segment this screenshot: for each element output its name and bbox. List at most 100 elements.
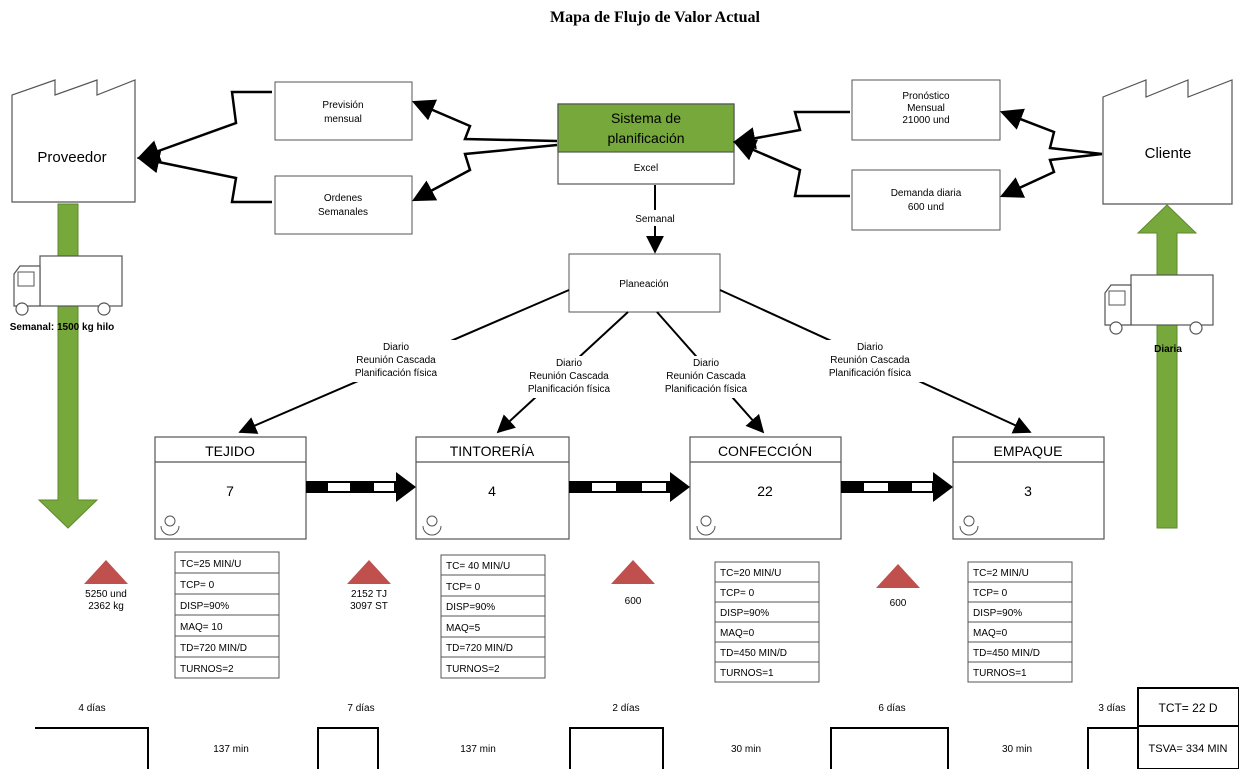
demanda-line1: Demanda diaria (891, 188, 962, 199)
comm-label-2: Diario Reunión Cascada Planificación fís… (510, 356, 632, 398)
ordenes-line2: Semanales (318, 207, 368, 218)
process-box-empaque: EMPAQUE 3 (952, 436, 1105, 540)
customer-label: Cliente (1145, 145, 1192, 162)
data-cell: TD=450 MIN/D (720, 648, 787, 659)
process-name: EMPAQUE (994, 443, 1063, 459)
semanal-label: Semanal (635, 214, 674, 225)
ordenes-line1: Ordenes (324, 193, 362, 204)
process-box-tejido: TEJIDO 7 (154, 436, 307, 540)
comm-2-line3: Planificación física (528, 384, 611, 395)
data-box-tintoreria-text: TC= 40 MIN/U TCP= 0 DISP=90% MAQ=5 TD=72… (446, 561, 513, 675)
data-cell: TC= 40 MIN/U (446, 561, 510, 572)
data-box-confeccion-text: TC=20 MIN/U TCP= 0 DISP=90% MAQ=0 TD=450… (720, 568, 787, 679)
data-cell: TURNOS=2 (446, 664, 500, 675)
customer-shipment-arrow (1136, 204, 1198, 529)
process-operators: 3 (1024, 483, 1032, 499)
planeacion-box: Planeación (568, 253, 721, 313)
data-cell: DISP=90% (446, 602, 495, 613)
data-box-tejido (174, 551, 280, 679)
prevision-box: Previsión mensual (274, 81, 413, 141)
inventory-2: 2152 TJ 3097 ST (347, 560, 391, 612)
demanda-box: Demanda diaria 600 und (851, 169, 1001, 231)
push-arrow-1 (306, 472, 416, 502)
inventory-1-line2: 2362 kg (88, 601, 124, 612)
data-cell: TD=450 MIN/D (973, 648, 1040, 659)
data-cell: MAQ=0 (973, 628, 1008, 639)
comm-label-1: Diario Reunión Cascada Planificación fís… (332, 340, 460, 382)
comm-label-3: Diario Reunión Cascada Planificación fís… (645, 356, 767, 398)
days-5: 3 días (1098, 703, 1125, 714)
data-cell: MAQ= 10 (180, 622, 223, 633)
inventory-2-line2: 3097 ST (350, 601, 388, 612)
comm-1-line2: Reunión Cascada (356, 355, 436, 366)
data-cell: DISP=90% (180, 601, 229, 612)
data-cell: TURNOS=1 (720, 668, 774, 679)
push-arrow-3 (841, 472, 953, 502)
operator-icon (959, 515, 979, 536)
process-box-tintoreria: TINTORERÍA 4 (415, 436, 570, 540)
process-operators: 4 (488, 483, 496, 499)
supplier-shipment-arrow (37, 203, 99, 529)
timeline-labels: 4 días 7 días 2 días 6 días 3 días 137 m… (78, 703, 1125, 755)
operator-icon (696, 515, 716, 536)
data-cell: MAQ=5 (446, 623, 481, 634)
minutes-4: 30 min (1002, 744, 1032, 755)
inventory-3: 600 (611, 560, 655, 607)
data-box-confeccion (714, 561, 820, 683)
inventory-1-line1: 5250 und (85, 589, 127, 600)
data-cell: DISP=90% (973, 608, 1022, 619)
data-cell: TD=720 MIN/D (180, 643, 247, 654)
data-cell: TCP= 0 (446, 582, 481, 593)
prevision-line2: mensual (324, 114, 362, 125)
supplier-label: Proveedor (37, 149, 106, 166)
operator-icon (422, 515, 442, 536)
process-name: TINTORERÍA (450, 443, 535, 459)
page-title: Mapa de Flujo de Valor Actual (550, 9, 761, 26)
electronic-flows (136, 90, 1103, 204)
data-cell: TC=20 MIN/U (720, 568, 781, 579)
process-box-confeccion: CONFECCIÓN 22 (689, 436, 842, 540)
days-2: 7 días (347, 703, 374, 714)
operator-icon (160, 515, 180, 536)
planeacion-label: Planeación (619, 279, 668, 290)
inventory-1: 5250 und 2362 kg (84, 560, 128, 612)
data-cell: TCP= 0 (720, 588, 755, 599)
comm-2-line1: Diario (556, 358, 583, 369)
days-4: 6 días (878, 703, 905, 714)
tct-value: TCT= 22 D (1158, 701, 1217, 715)
pronostico-line3: 21000 und (902, 115, 949, 126)
data-box-empaque-text: TC=2 MIN/U TCP= 0 DISP=90% MAQ=0 TD=450 … (973, 568, 1040, 679)
pronostico-line2: Mensual (907, 103, 945, 114)
process-operators: 22 (757, 483, 773, 499)
planning-system-tool: Excel (634, 163, 658, 174)
minutes-3: 30 min (731, 744, 761, 755)
data-cell: TCP= 0 (180, 580, 215, 591)
data-cell: TCP= 0 (973, 588, 1008, 599)
inventory-3-line1: 600 (625, 596, 642, 607)
data-cell: TURNOS=2 (180, 664, 234, 675)
comm-4-line1: Diario (857, 342, 884, 353)
customer-factory: Cliente (1102, 79, 1233, 205)
data-cell: TD=720 MIN/D (446, 643, 513, 654)
comm-3-line2: Reunión Cascada (666, 371, 746, 382)
process-operators: 7 (226, 483, 234, 499)
data-cell: DISP=90% (720, 608, 769, 619)
comm-1-line1: Diario (383, 342, 410, 353)
semanal-arrow: Semanal (624, 185, 686, 254)
comm-3-line3: Planificación física (665, 384, 748, 395)
pronostico-box: Pronóstico Mensual 21000 und (851, 79, 1001, 141)
planning-system-title-2: planificación (607, 130, 684, 146)
data-box-empaque (967, 561, 1073, 683)
inventory-2-line1: 2152 TJ (351, 589, 387, 600)
process-name: TEJIDO (205, 443, 255, 459)
customer-truck-icon (1104, 274, 1214, 335)
push-arrow-2 (569, 472, 690, 502)
supplier-truck-icon (13, 255, 123, 316)
comm-1-line3: Planificación física (355, 368, 438, 379)
data-box-tejido-text: TC=25 MIN/U TCP= 0 DISP=90% MAQ= 10 TD=7… (180, 559, 247, 675)
prevision-line1: Previsión (322, 100, 363, 111)
minutes-2: 137 min (460, 744, 496, 755)
comm-2-line2: Reunión Cascada (529, 371, 609, 382)
ordenes-box: Ordenes Semanales (274, 175, 413, 235)
